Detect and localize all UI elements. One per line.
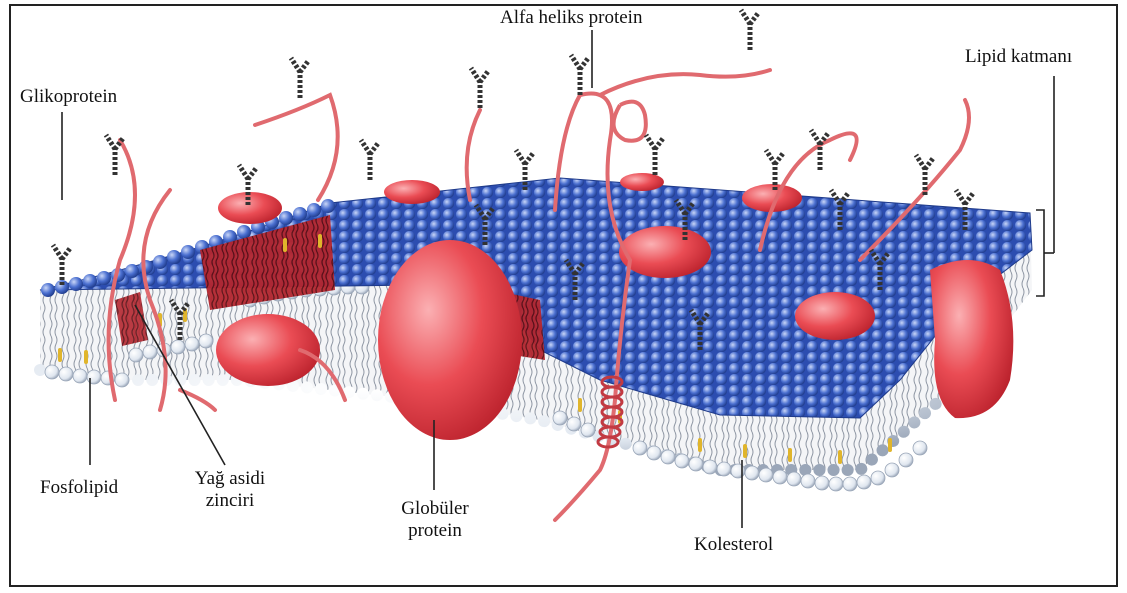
globular-protein-right bbox=[930, 260, 1013, 418]
lipid-layer-bracket bbox=[1036, 210, 1044, 296]
protein-cap-2 bbox=[384, 180, 440, 204]
label-phospholipid: Fosfolipid bbox=[40, 477, 118, 499]
globular-protein-large bbox=[378, 240, 522, 440]
helix-loop bbox=[614, 102, 646, 141]
label-fatty-acid-line2: zinciri bbox=[180, 490, 280, 512]
label-lipid-layer: Lipid katmanı bbox=[965, 46, 1072, 68]
label-globular-line2: protein bbox=[385, 520, 485, 542]
label-fatty-acid-line1: Yağ asidi bbox=[180, 468, 280, 490]
label-globular-line1: Globüler bbox=[385, 498, 485, 520]
label-alpha-helix-protein: Alfa heliks protein bbox=[500, 7, 642, 29]
label-glycoprotein: Glikoprotein bbox=[20, 86, 117, 108]
label-fatty-acid-chain: Yağ asidi zinciri bbox=[180, 468, 280, 512]
protein-cap-4 bbox=[619, 226, 711, 278]
protein-cap-3 bbox=[620, 173, 664, 191]
label-cholesterol: Kolesterol bbox=[694, 534, 773, 556]
protein-cap-6 bbox=[795, 292, 875, 340]
label-globular-protein: Globüler protein bbox=[385, 498, 485, 542]
protein-cap-1 bbox=[218, 192, 282, 224]
